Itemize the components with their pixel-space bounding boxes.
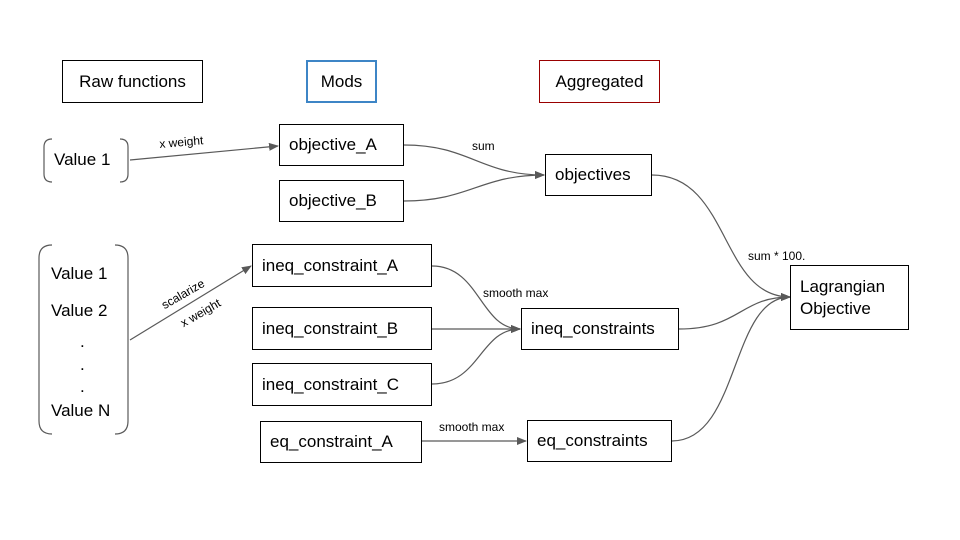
- ineq-constraints-node[interactable]: ineq_constraints: [521, 308, 679, 350]
- raw-functions-header: Raw functions: [62, 60, 203, 103]
- edge-objective-a-objectives: [403, 144, 545, 179]
- eq-constraint-a-label: eq_constraint_A: [270, 432, 393, 451]
- value-group-bracket-right: [114, 244, 129, 435]
- edge-values-ineq-a: [129, 265, 252, 341]
- edge-objective-b-objectives: [403, 171, 545, 202]
- objectives-label: objectives: [555, 165, 631, 184]
- ineq-constraint-b-node[interactable]: ineq_constraint_B: [252, 307, 432, 350]
- objectives-node[interactable]: objectives: [545, 154, 652, 196]
- lagrangian-objective-label: Lagrangian Objective: [800, 276, 886, 318]
- ineq-constraint-b-label: ineq_constraint_B: [262, 318, 399, 338]
- objective-b-label: objective_B: [289, 191, 377, 210]
- ineq-constraint-c-node[interactable]: ineq_constraint_C: [252, 363, 432, 406]
- edge-label-sum: sum: [472, 139, 495, 153]
- raw-group-ellipsis-2: .: [80, 355, 85, 374]
- edge-ineq-a-ineq: [431, 265, 521, 333]
- edge-label-sum-times-100: sum * 100.: [748, 249, 806, 263]
- raw-group-ellipsis-3: .: [80, 377, 85, 396]
- objective-b-node[interactable]: objective_B: [279, 180, 404, 222]
- ineq-constraint-c-label: ineq_constraint_C: [262, 374, 400, 394]
- value-1-bracket-right: [119, 138, 129, 183]
- raw-value-1-single: Value 1: [54, 150, 111, 169]
- eq-constraints-node[interactable]: eq_constraints: [527, 420, 672, 462]
- ineq-constraint-a-node[interactable]: ineq_constraint_A: [252, 244, 432, 287]
- lagrangian-objective-node[interactable]: Lagrangian Objective: [790, 265, 909, 330]
- edge-ineq-lagrangian: [678, 293, 791, 330]
- raw-group-value-1: Value 1: [51, 264, 108, 283]
- aggregated-header-text: Aggregated: [555, 71, 644, 91]
- raw-group-value-n: Value N: [51, 401, 111, 420]
- value-group-bracket-left: [38, 244, 53, 435]
- raw-group-ellipsis-1: .: [80, 332, 85, 351]
- mods-header: Mods: [306, 60, 377, 103]
- edge-label-smooth-max-eq: smooth max: [439, 420, 505, 434]
- raw-group-value-2: Value 2: [51, 301, 108, 320]
- edge-objectives-lagrangian: [651, 174, 791, 301]
- ineq-constraint-a-label: ineq_constraint_A: [262, 255, 399, 275]
- eq-constraint-a-node[interactable]: eq_constraint_A: [260, 421, 422, 463]
- edge-value1-objective-a: [129, 142, 279, 161]
- raw-functions-header-text: Raw functions: [79, 71, 186, 91]
- edge-eq-lagrangian: [671, 293, 791, 442]
- ineq-constraints-label: ineq_constraints: [531, 319, 655, 338]
- objective-a-node[interactable]: objective_A: [279, 124, 404, 166]
- edge-label-smooth-max-ineq: smooth max: [483, 286, 549, 300]
- mods-header-text: Mods: [320, 71, 363, 91]
- eq-constraints-label: eq_constraints: [537, 431, 648, 450]
- aggregated-header: Aggregated: [539, 60, 660, 103]
- value-1-bracket-left: [43, 138, 53, 183]
- objective-a-label: objective_A: [289, 135, 377, 154]
- edge-ineq-c-ineq: [431, 325, 521, 385]
